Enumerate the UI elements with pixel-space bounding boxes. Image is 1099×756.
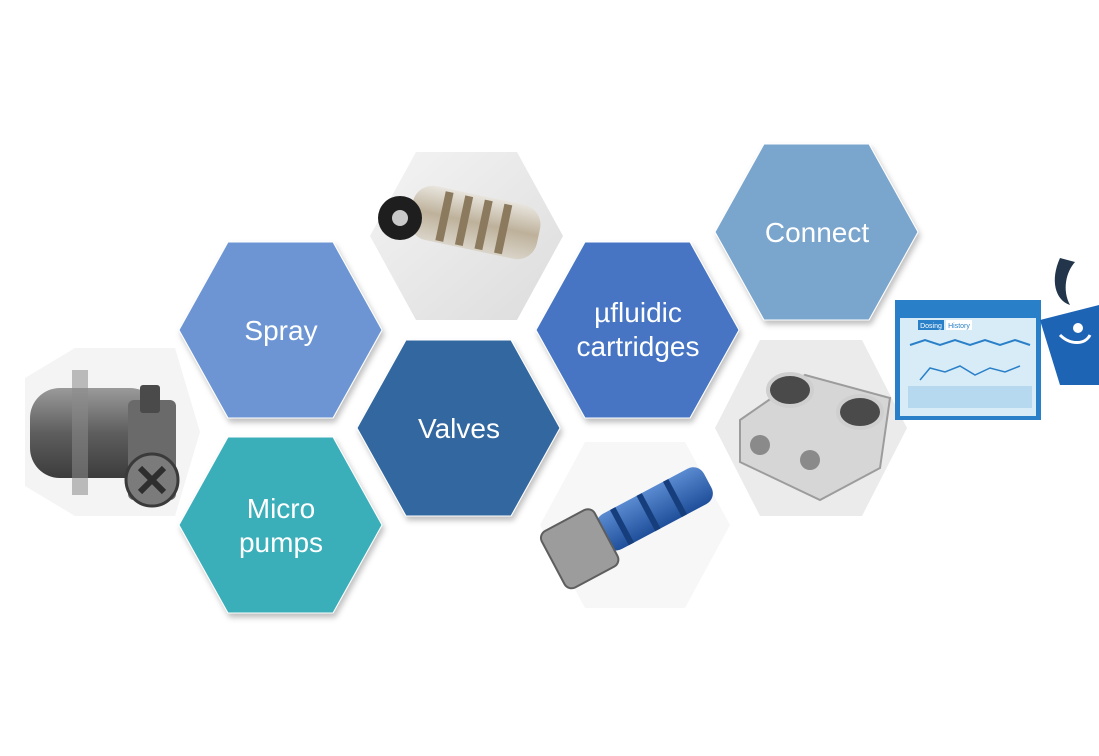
app-history-chart: [908, 338, 1032, 408]
manifold-photo: [715, 340, 907, 516]
hexagon-micro-pumps-label-line2: pumps: [239, 527, 323, 558]
hexagon-connect: Connect: [714, 143, 919, 321]
hexagon-microfluidic-label-line1: µfluidic: [594, 297, 682, 328]
hexagon-micro-pumps-label-line1: Micro: [247, 493, 315, 524]
hexagon-microfluidic-label-line2: cartridges: [577, 331, 700, 362]
hexagon-microfluidic-cartridges: µfluidic cartridges: [535, 241, 740, 419]
app-tab-dosing: Dosing: [920, 323, 942, 330]
hexagon-valves-label: Valves: [418, 413, 500, 444]
pump-body-photo: [25, 348, 200, 516]
hexagon-micro-pumps: Micro pumps: [178, 436, 383, 614]
app-screen-photo: Dosing History: [895, 300, 1041, 420]
logo-mark: [1040, 258, 1099, 385]
valve-cad-photo: [539, 442, 730, 608]
hexagon-spray: Spray: [178, 241, 383, 419]
hexagon-connect-label: Connect: [765, 217, 870, 248]
cartridge-photo: [370, 152, 563, 320]
app-tab-history: History: [948, 323, 970, 330]
hexagon-valves: Valves: [356, 339, 561, 517]
hexagon-spray-label: Spray: [244, 315, 317, 346]
